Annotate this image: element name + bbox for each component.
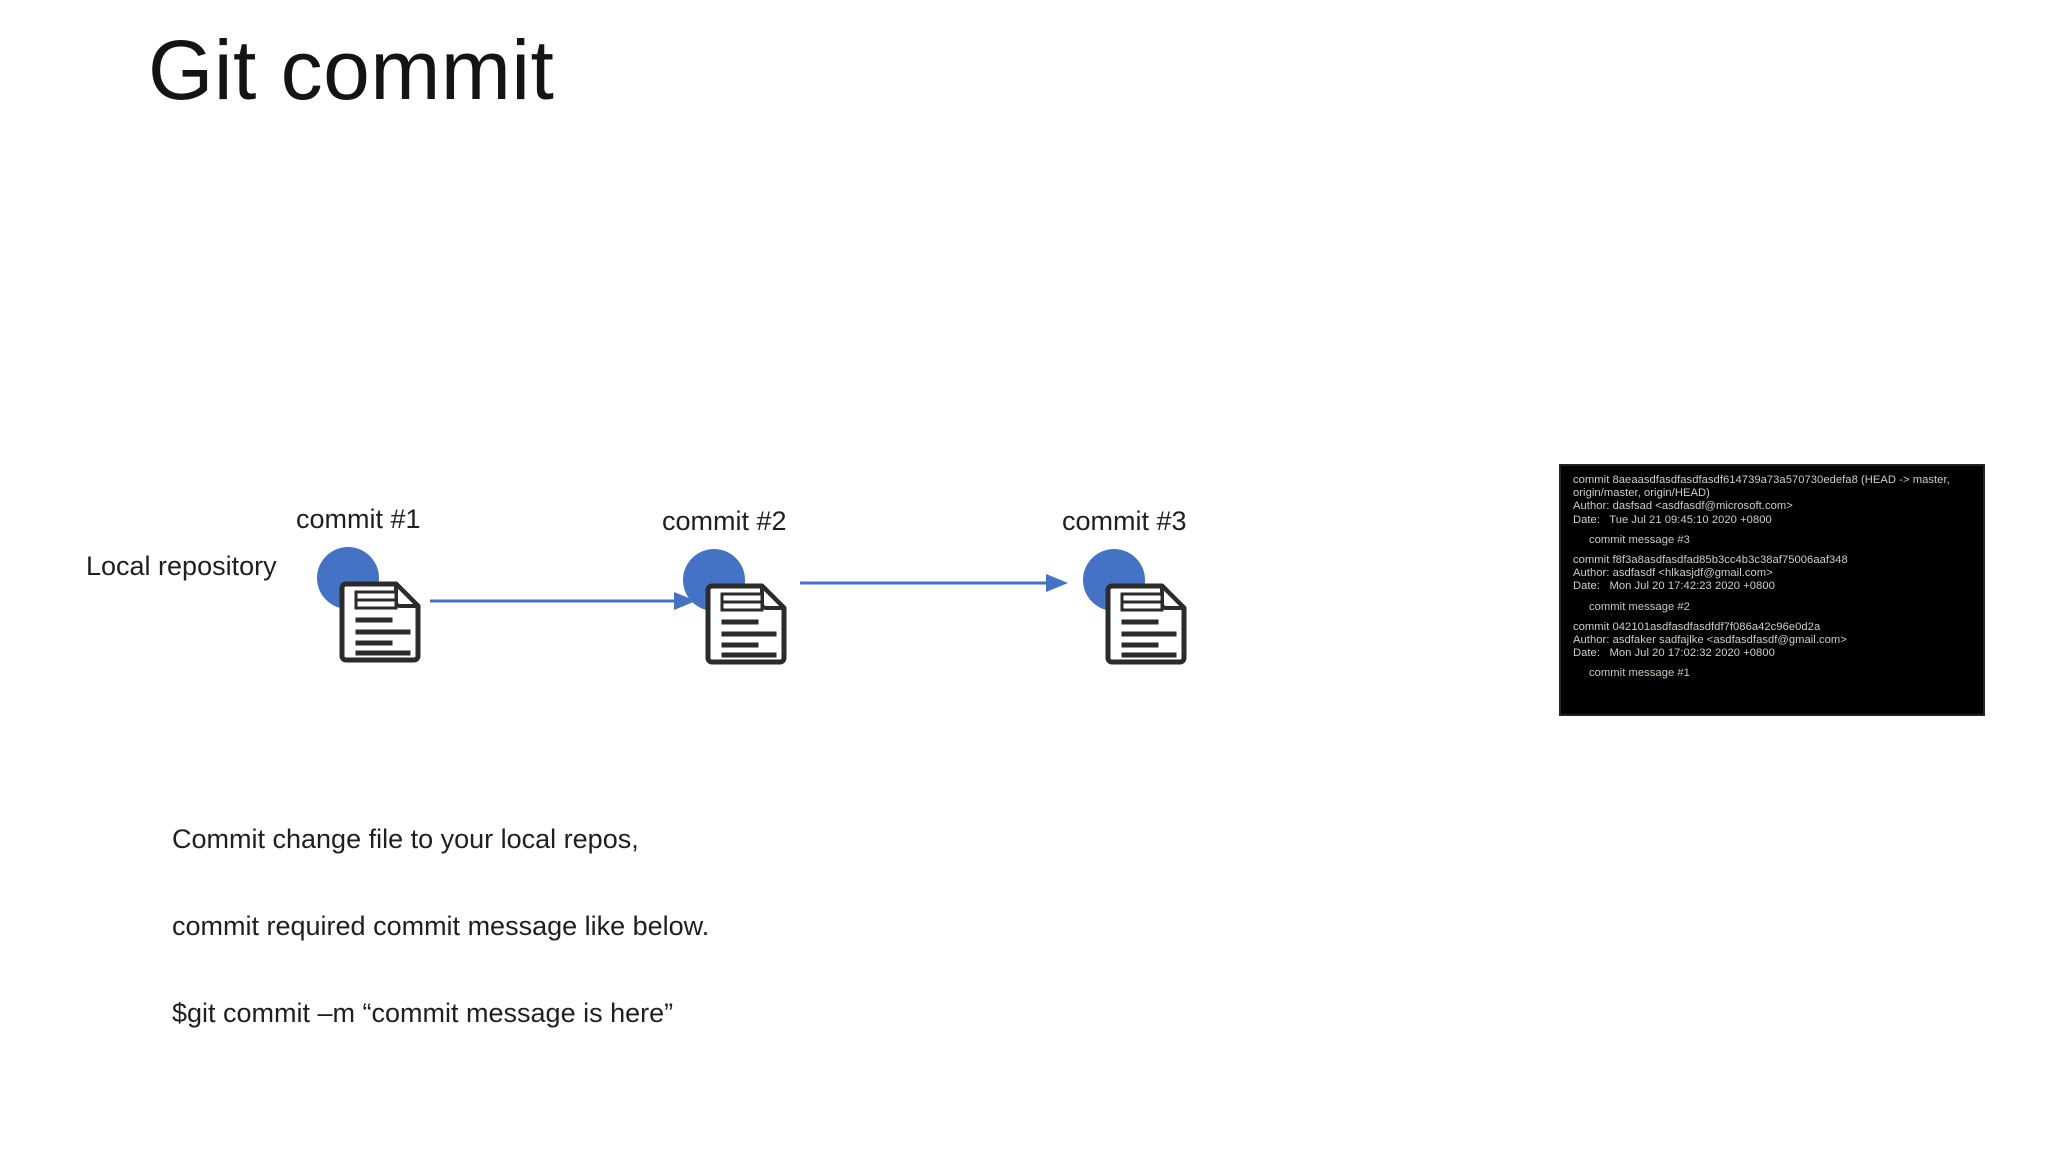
terminal-line: Author: dasfsad <asdfasdf@microsoft.com> — [1573, 500, 1793, 513]
arrow-commit2-to-commit3 — [800, 568, 1068, 598]
commit-node-2: commit #2 — [662, 506, 842, 666]
terminal-line: Author: asdfasdf <hlkasjdf@gmail.com> — [1573, 567, 1773, 580]
commit-node-1-label: commit #1 — [296, 504, 421, 534]
caption-block: Commit change file to your local repos, … — [172, 767, 709, 1086]
terminal-line: Date: Mon Jul 20 17:02:32 2020 +0800 — [1573, 647, 1775, 660]
terminal-blank-line — [1573, 660, 1973, 667]
commit-node-3: commit #3 — [1062, 506, 1242, 666]
terminal-line: commit message #2 — [1589, 600, 1690, 613]
document-icon — [339, 581, 421, 663]
arrow-commit1-to-commit2 — [430, 586, 696, 616]
commit-node-2-label: commit #2 — [662, 506, 787, 536]
terminal-blank-line — [1573, 527, 1973, 534]
commit-node-1-art — [312, 540, 452, 663]
git-log-terminal: commit 8aeaasdfasdfasdfasdf614739a73a570… — [1559, 464, 1985, 716]
caption-line-1: Commit change file to your local repos, — [172, 824, 639, 854]
terminal-line: commit f8f3a8asdfasdfad85b3cc4b3c38af750… — [1573, 554, 1848, 567]
terminal-output: commit 8aeaasdfasdfasdfasdf614739a73a570… — [1573, 474, 1973, 681]
terminal-line: Author: asdfaker sadfajlke <asdfasdfasdf… — [1573, 634, 1847, 647]
terminal-line: Date: Tue Jul 21 09:45:10 2020 +0800 — [1573, 513, 1772, 526]
commit-node-2-art — [678, 542, 818, 665]
document-icon — [705, 583, 787, 665]
terminal-line: commit message #1 — [1589, 667, 1690, 680]
page-title: Git commit — [148, 23, 555, 117]
commit-node-3-label: commit #3 — [1062, 506, 1187, 536]
terminal-line: commit message #3 — [1589, 533, 1690, 546]
commit-node-3-art — [1078, 542, 1218, 665]
document-icon — [1105, 583, 1187, 665]
local-repository-label: Local repository — [86, 551, 277, 581]
terminal-blank-line — [1573, 614, 1973, 621]
caption-line-2: commit required commit message like belo… — [172, 911, 710, 941]
terminal-line: commit 042101asdfasdfasdfdf7f086a42c96e0… — [1573, 620, 1821, 633]
terminal-line: commit 8aeaasdfasdfasdfasdf614739a73a570… — [1573, 474, 1953, 500]
terminal-blank-line — [1573, 547, 1973, 554]
terminal-line: Date: Mon Jul 20 17:42:23 2020 +0800 — [1573, 580, 1775, 593]
commit-node-1: commit #1 — [296, 504, 476, 664]
terminal-blank-line — [1573, 594, 1973, 601]
caption-line-3: $git commit –m “commit message is here” — [172, 998, 674, 1028]
